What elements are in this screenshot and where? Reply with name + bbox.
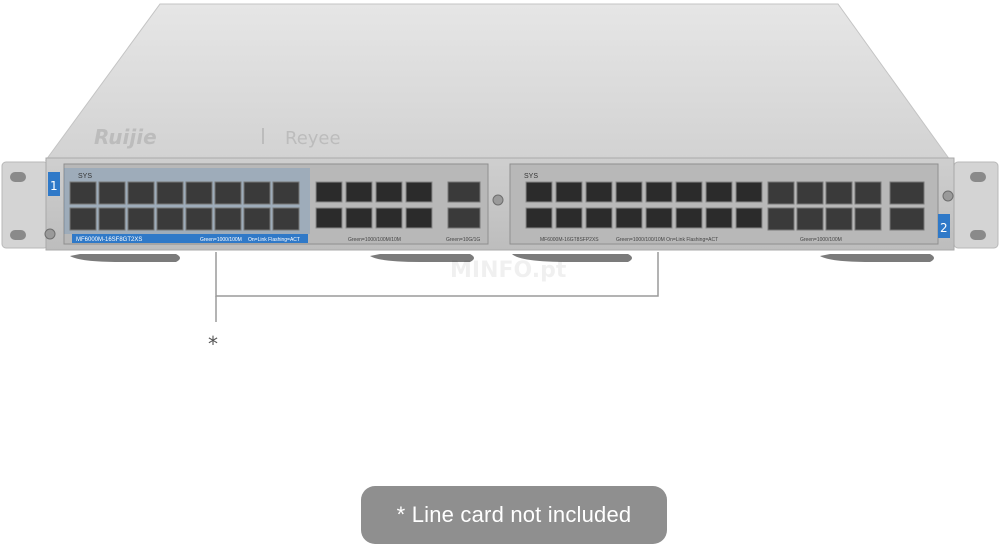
card-1-sfp-ports (69, 181, 300, 231)
sfp-port (796, 181, 824, 205)
card-2-sfp-ports (767, 181, 882, 231)
chassis-top (45, 3, 951, 161)
screw (942, 190, 954, 202)
sfp-port (69, 207, 97, 231)
sys-label-1: SYS (78, 173, 92, 180)
sfp-port (185, 207, 213, 231)
rj45-port (615, 181, 643, 203)
card-1-legend-b: On=Link Flashing=ACT (248, 237, 300, 243)
handle-2 (370, 254, 474, 262)
card-2-model: MF6000M-16GT8SFP2XS (540, 237, 599, 243)
rj45-port (645, 207, 673, 229)
rj45-port (405, 207, 433, 229)
sfp-port (767, 181, 795, 205)
screw (492, 194, 504, 206)
sfp-port (214, 207, 242, 231)
sfp-port (127, 207, 155, 231)
slot-1-number: 1 (50, 179, 58, 193)
card-1-rj45-legend: Green=1000/100M/10M (348, 237, 401, 243)
sfp-port (214, 181, 242, 205)
sfp-port (272, 181, 300, 205)
rj45-port (645, 181, 673, 203)
sfp-port (796, 207, 824, 231)
screw (44, 228, 56, 240)
card-2-10g-ports (889, 181, 925, 231)
rj45-port (405, 181, 433, 203)
handle-4 (820, 254, 934, 262)
rj45-port (585, 207, 613, 229)
rj45-port (615, 207, 643, 229)
slot-2-number: 2 (940, 221, 948, 235)
rj45-port (315, 207, 343, 229)
sfp-port (272, 207, 300, 231)
card-2-rj45-ports (525, 181, 763, 229)
handle-3 (512, 254, 632, 262)
rj45-port (525, 207, 553, 229)
rj45-port (675, 207, 703, 229)
sfp-port (854, 181, 882, 205)
card-1-10g-ports (447, 181, 481, 229)
sfp-port (98, 207, 126, 231)
card-2-legend: Green=1000/100/10M On=Link Flashing=ACT (616, 237, 718, 243)
rj45-port (705, 181, 733, 203)
sfp-plus-port (447, 207, 481, 229)
rj45-port (315, 181, 343, 203)
sfp-port (767, 207, 795, 231)
sfp-port (825, 181, 853, 205)
rj45-port (345, 181, 373, 203)
sfp-port (156, 181, 184, 205)
sfp-port (69, 181, 97, 205)
slot-2-indicator (938, 214, 950, 238)
rj45-port (525, 181, 553, 203)
rj45-port (585, 181, 613, 203)
card-1-xs-legend: Green=10G/1G (446, 237, 480, 243)
sfp-port (98, 181, 126, 205)
rj45-port (735, 207, 763, 229)
rj45-port (705, 207, 733, 229)
watermark: MINFO.pt (450, 258, 567, 283)
sfp-port (825, 207, 853, 231)
sfp-plus-port (889, 207, 925, 231)
rj45-port (555, 207, 583, 229)
card-1-legend-a: Green=1000/100M (200, 237, 242, 243)
handle-1 (70, 254, 180, 262)
sfp-port (243, 207, 271, 231)
rj45-port (375, 207, 403, 229)
callout-marker: * (208, 332, 218, 356)
callout-bracket (215, 252, 659, 297)
sfp-port (854, 207, 882, 231)
card-2-sfp-legend: Green=1000/100M (800, 237, 842, 243)
rj45-port (555, 181, 583, 203)
rj45-port (735, 181, 763, 203)
sfp-port (243, 181, 271, 205)
sfp-plus-port (889, 181, 925, 205)
line-card-note: * Line card not included (361, 486, 667, 544)
rj45-port (375, 181, 403, 203)
rj45-port (675, 181, 703, 203)
sfp-plus-port (447, 181, 481, 203)
sys-label-2: SYS (524, 173, 538, 180)
card-1-model: MF6000M-16SF8GT2XS (76, 237, 142, 243)
brand-logo: Ruijie (94, 125, 157, 149)
line-card-2: SYS MF6000M-16GT8SFP2XS Green=1000/100/1… (509, 163, 939, 245)
line-card-1: SYS MF6000M-16SF8GT2XS Green=1000/100M O… (63, 163, 489, 245)
sub-brand-logo: Reyee (285, 128, 341, 149)
card-1-rj45-ports (315, 181, 433, 229)
rj45-port (345, 207, 373, 229)
sfp-port (185, 181, 213, 205)
sfp-port (156, 207, 184, 231)
sfp-port (127, 181, 155, 205)
slot-1-indicator (48, 172, 60, 196)
